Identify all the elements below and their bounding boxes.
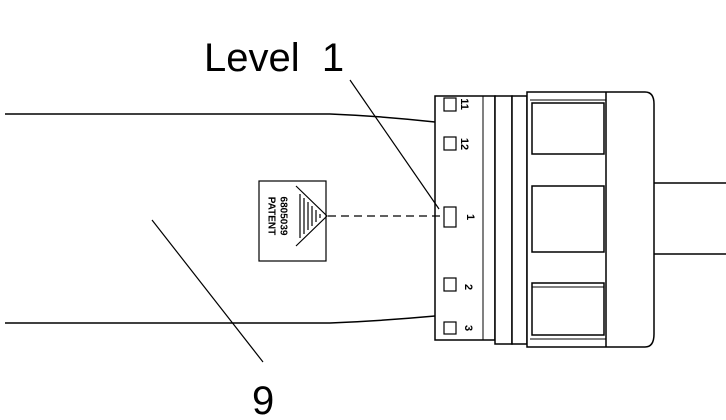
patent-word: PATENT xyxy=(265,197,276,236)
ring-mark-2: 2 xyxy=(462,284,474,290)
ring-mark-12: 12 xyxy=(458,138,470,150)
handle-bottom-edge xyxy=(5,315,436,324)
tick-box-11 xyxy=(443,97,457,112)
tick-box-12 xyxy=(443,136,457,151)
grip-window-top xyxy=(531,102,605,155)
patent-tag-arrow-icon xyxy=(295,185,328,247)
handle-top-edge xyxy=(5,113,436,123)
collar-band-1 xyxy=(494,95,513,345)
ring-mark-1: 1 xyxy=(464,214,476,220)
level-callout: Level 1 xyxy=(204,36,344,80)
tick-box-2 xyxy=(443,277,457,292)
tick-box-1 xyxy=(443,206,457,228)
ring-mark-11: 11 xyxy=(458,98,470,110)
grip-window-middle xyxy=(531,185,605,253)
tick-box-3 xyxy=(443,321,457,335)
grip-window-bottom xyxy=(531,282,605,336)
patent-number: 6805039 xyxy=(277,197,288,236)
level-leader-line xyxy=(349,79,440,210)
patent-tag xyxy=(258,180,327,262)
ring-mark-3: 3 xyxy=(462,325,474,331)
part-number-callout: 9 xyxy=(252,379,274,420)
part-9-leader-line xyxy=(151,219,264,363)
collar-band-2 xyxy=(511,95,528,345)
